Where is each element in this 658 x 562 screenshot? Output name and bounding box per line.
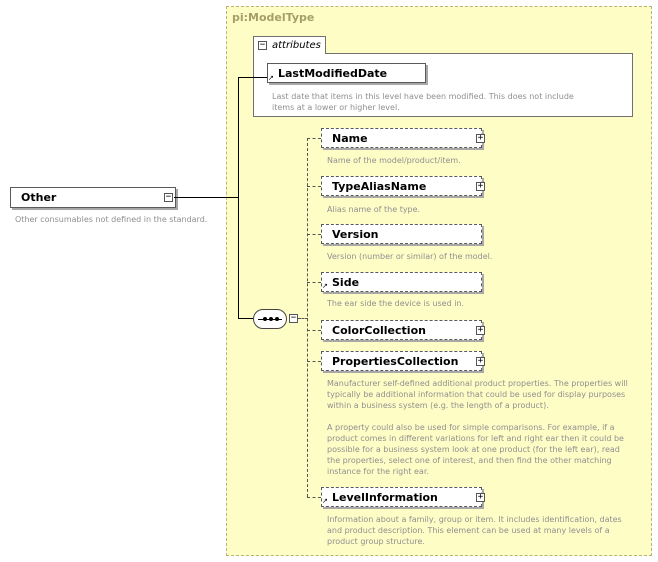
reference-arrow-icon: ↗: [322, 497, 328, 505]
element-color-collection[interactable]: ColorCollection: [321, 320, 482, 340]
root-collapse-icon[interactable]: −: [164, 192, 173, 202]
element-label: TypeAliasName: [332, 180, 427, 193]
connector-line: [238, 77, 239, 318]
attributes-tab-label: attributes: [272, 40, 321, 51]
element-description-line: product group structure.: [327, 537, 425, 546]
branch-line: [307, 234, 321, 235]
reference-arrow-icon: ↗: [268, 74, 274, 82]
element-level-information[interactable]: LevelInformation: [321, 487, 482, 507]
element-description-line: instance for the right ear.: [327, 467, 429, 476]
branch-line: [307, 138, 308, 497]
element-label: LevelInformation: [332, 491, 438, 504]
element-description-line: the properties, select one of interest, …: [327, 456, 612, 465]
element-description-line: and product description. This element ca…: [327, 526, 610, 535]
attribute-description-line: Last date that items in this level have …: [272, 92, 574, 101]
root-element-other[interactable]: Other: [10, 187, 176, 208]
element-label: Side: [332, 276, 360, 289]
attribute-last-modified-date[interactable]: LastModifiedDate: [267, 63, 426, 83]
element-version[interactable]: Version: [321, 224, 482, 244]
branch-line: [307, 186, 321, 187]
branch-line: [307, 330, 321, 331]
element-description-line: A property could also be used for simple…: [327, 423, 615, 432]
attributes-collapse-icon[interactable]: −: [258, 40, 267, 50]
attribute-label: LastModifiedDate: [278, 67, 388, 80]
branch-line: [298, 318, 308, 319]
plus-toggle-icon[interactable]: +: [476, 492, 485, 502]
element-description-line: Manufacturer self-defined additional pro…: [327, 379, 628, 388]
element-label: ColorCollection: [332, 324, 426, 337]
element-description-line: Information about a family, group or ite…: [327, 515, 622, 524]
plus-toggle-icon[interactable]: +: [476, 356, 485, 366]
attributes-tab[interactable]: [253, 36, 326, 54]
element-name[interactable]: Name: [321, 128, 482, 148]
root-description: Other consumables not defined in the sta…: [15, 215, 208, 224]
connector-line: [174, 197, 238, 198]
element-label: Version: [332, 228, 379, 241]
element-type-alias-name[interactable]: TypeAliasName: [321, 176, 482, 196]
element-description-line: Name of the model/product/item.: [327, 156, 461, 165]
element-label: Name: [332, 132, 368, 145]
element-description-line: product comes in different variations fo…: [327, 434, 624, 443]
branch-line: [307, 497, 321, 498]
element-description-line: Alias name of the type.: [327, 205, 421, 214]
element-description-line: within a business system (e.g. the lengt…: [327, 401, 549, 410]
root-element-label: Other: [21, 191, 57, 204]
element-description-line: possible for a business system look at o…: [327, 445, 620, 454]
branch-line: [307, 361, 321, 362]
plus-toggle-icon[interactable]: +: [476, 325, 485, 335]
sequence-compositor-icon: [253, 309, 287, 329]
element-label: PropertiesCollection: [332, 355, 459, 368]
connector-line: [238, 77, 267, 78]
connector-line: [238, 318, 254, 319]
element-description-line: typically be additional information that…: [327, 390, 626, 399]
element-description-line: The ear side the device is used in.: [327, 299, 465, 308]
element-properties-collection[interactable]: PropertiesCollection: [321, 351, 482, 371]
element-description-line: Version (number or similar) of the model…: [327, 252, 493, 261]
branch-line: [307, 138, 321, 139]
branch-line: [307, 282, 321, 283]
reference-arrow-icon: ↗: [322, 282, 328, 290]
sequence-collapse-icon[interactable]: −: [289, 313, 298, 323]
type-title: pi:ModelType: [232, 11, 315, 24]
plus-toggle-icon[interactable]: +: [476, 181, 485, 191]
element-side[interactable]: Side: [321, 272, 482, 292]
plus-toggle-icon[interactable]: +: [476, 133, 485, 143]
attribute-description-line: items at a lower or higher level.: [272, 103, 400, 112]
